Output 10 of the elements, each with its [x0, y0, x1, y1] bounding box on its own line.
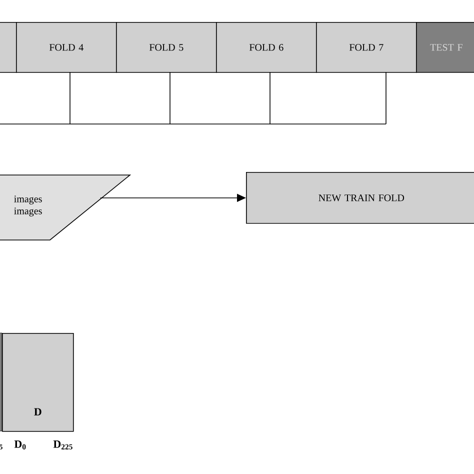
fold-box: FOLD 6	[216, 22, 317, 73]
node-label: D$_{0}$	[14, 440, 26, 450]
fold-box	[0, 22, 17, 73]
data-box: D D$_{0}$ D$_{225}$	[2, 333, 74, 450]
fold-box: FOLD 7	[316, 22, 417, 73]
process-box: NEW TRAIN FOLD	[246, 172, 474, 224]
fold-box: FOLD 5	[116, 22, 217, 73]
test-fold-box: TEST F	[416, 22, 474, 73]
data-parallelogram: images images	[0, 174, 132, 240]
node-label: D$_{225}$	[53, 440, 72, 450]
